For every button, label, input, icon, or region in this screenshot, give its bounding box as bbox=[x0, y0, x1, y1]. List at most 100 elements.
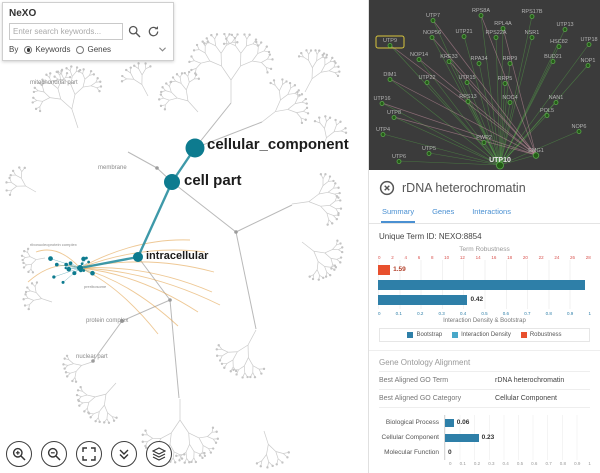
cluster-node[interactable] bbox=[90, 270, 95, 276]
gene-node[interactable] bbox=[544, 113, 550, 118]
gene-node[interactable] bbox=[562, 27, 568, 32]
zoom-out-button[interactable] bbox=[41, 441, 67, 467]
gene-node[interactable] bbox=[476, 61, 482, 66]
gene-node[interactable] bbox=[507, 100, 513, 105]
gene-node-label[interactable]: UTP6 bbox=[392, 154, 406, 160]
node-label-cellular-component[interactable]: cellular_component bbox=[207, 136, 349, 153]
cluster-node[interactable] bbox=[72, 271, 77, 276]
gene-node[interactable] bbox=[500, 26, 506, 31]
gene-node[interactable] bbox=[461, 34, 467, 39]
expand-levels-button[interactable] bbox=[111, 441, 137, 467]
gene-node[interactable] bbox=[553, 100, 559, 105]
gene-node-label[interactable]: UTP4 bbox=[376, 127, 390, 133]
gene-node-label[interactable]: UTP21 bbox=[455, 29, 472, 35]
gene-node[interactable] bbox=[507, 61, 513, 66]
gene-node-label[interactable]: NOC4 bbox=[502, 95, 517, 101]
ontology-tree-canvas[interactable] bbox=[0, 0, 368, 473]
gene-node[interactable] bbox=[576, 129, 582, 134]
cluster-node[interactable] bbox=[87, 260, 90, 264]
node-cellular-component[interactable] bbox=[185, 138, 205, 158]
gene-node-label[interactable]: RPS8A bbox=[472, 8, 490, 14]
gene-node-label[interactable]: RRP9 bbox=[503, 56, 518, 62]
gene-node-label[interactable]: NSR1 bbox=[525, 30, 540, 36]
gene-node-label[interactable]: PWP2 bbox=[476, 135, 492, 141]
gene-node[interactable] bbox=[379, 101, 385, 106]
gene-node-label[interactable]: KRE33 bbox=[440, 54, 457, 60]
gene-node-label[interactable]: UTP10 bbox=[489, 157, 511, 164]
gene-node[interactable] bbox=[464, 80, 470, 85]
gene-node[interactable] bbox=[556, 44, 562, 49]
cluster-node[interactable] bbox=[64, 262, 69, 267]
cluster-node[interactable] bbox=[85, 256, 88, 260]
close-icon[interactable] bbox=[379, 180, 395, 196]
selected-path[interactable] bbox=[48, 138, 205, 284]
gene-node-label[interactable]: RPA34 bbox=[470, 56, 487, 62]
layers-button[interactable] bbox=[146, 441, 172, 467]
search-input[interactable] bbox=[9, 23, 123, 40]
gene-node[interactable] bbox=[387, 77, 393, 82]
gene-node[interactable] bbox=[424, 80, 430, 85]
gene-node[interactable] bbox=[496, 161, 504, 170]
gene-node-label[interactable]: UTP5 bbox=[422, 146, 436, 152]
gene-node[interactable] bbox=[391, 115, 397, 120]
gene-node[interactable] bbox=[586, 42, 592, 47]
tab-interactions[interactable]: Interactions bbox=[472, 207, 511, 216]
ontology-view[interactable]: cellular_component cell part intracellul… bbox=[0, 0, 368, 473]
gene-node-label[interactable]: NOP6 bbox=[572, 124, 587, 130]
gene-node-label[interactable]: NAN1 bbox=[549, 95, 564, 101]
gene-node[interactable] bbox=[426, 151, 432, 156]
gene-node-label[interactable]: UTP22 bbox=[418, 75, 435, 81]
gene-node[interactable] bbox=[550, 59, 556, 64]
gene-node-label[interactable]: NOP14 bbox=[410, 52, 428, 58]
gene-node[interactable] bbox=[380, 132, 386, 137]
gene-node-label[interactable]: RPS17B bbox=[521, 9, 542, 15]
tab-genes[interactable]: Genes bbox=[432, 207, 455, 216]
node-label-cluster-2[interactable]: preribosome bbox=[84, 284, 107, 289]
radio-keywords-icon[interactable] bbox=[24, 45, 33, 54]
gene-node[interactable] bbox=[529, 35, 535, 40]
zoom-in-button[interactable] bbox=[6, 441, 32, 467]
gene-node-label[interactable]: RPS22A bbox=[485, 30, 506, 36]
gene-node-label[interactable]: BUD21 bbox=[544, 54, 562, 60]
gene-node-label[interactable]: UTP16 bbox=[373, 96, 390, 102]
cluster-node[interactable] bbox=[66, 266, 72, 272]
gene-node[interactable] bbox=[502, 81, 508, 86]
gene-node[interactable] bbox=[387, 43, 393, 48]
gene-node-label[interactable]: RRP5 bbox=[498, 76, 513, 82]
node-label-protein-complex[interactable]: protein complex bbox=[86, 318, 129, 324]
gene-node[interactable] bbox=[416, 57, 422, 62]
gene-node-label[interactable]: RPS13 bbox=[459, 94, 476, 100]
gene-node[interactable] bbox=[430, 18, 436, 23]
gene-node-label[interactable]: NOP56 bbox=[423, 30, 441, 36]
radio-genes-icon[interactable] bbox=[76, 45, 85, 54]
gene-node[interactable] bbox=[585, 63, 591, 68]
node-label-nuclear-part[interactable]: nuclear part bbox=[76, 354, 108, 360]
reset-search-button[interactable] bbox=[145, 24, 161, 40]
gene-node[interactable] bbox=[532, 152, 540, 159]
node-intracellular[interactable] bbox=[133, 252, 143, 262]
gene-node-label[interactable]: NOP1 bbox=[581, 58, 596, 64]
node-cluster-hub[interactable] bbox=[77, 265, 83, 271]
cluster-node[interactable] bbox=[64, 266, 67, 270]
node-label-cluster-1[interactable]: ribonucleoprotein complex bbox=[30, 242, 77, 247]
node-cell-part[interactable] bbox=[164, 174, 180, 190]
cluster-node[interactable] bbox=[68, 261, 73, 266]
cluster-node[interactable] bbox=[54, 262, 59, 267]
chevron-down-icon[interactable] bbox=[158, 46, 167, 53]
cluster-node[interactable] bbox=[52, 275, 56, 279]
tab-summary[interactable]: Summary bbox=[381, 203, 416, 223]
fit-to-screen-button[interactable] bbox=[76, 441, 102, 467]
gene-node[interactable] bbox=[493, 35, 499, 40]
node-label-intracellular[interactable]: intracellular bbox=[146, 250, 209, 262]
gene-node[interactable] bbox=[481, 140, 487, 145]
cluster-node[interactable] bbox=[48, 256, 53, 261]
search-button[interactable] bbox=[126, 24, 142, 40]
gene-node[interactable] bbox=[478, 13, 484, 18]
radio-option-keywords[interactable]: Keywords bbox=[24, 45, 70, 54]
gene-node-label[interactable]: UTP18 bbox=[580, 37, 597, 43]
gene-node-label[interactable]: UTP15 bbox=[458, 75, 475, 81]
gene-node-label[interactable]: EMG1 bbox=[528, 148, 544, 154]
